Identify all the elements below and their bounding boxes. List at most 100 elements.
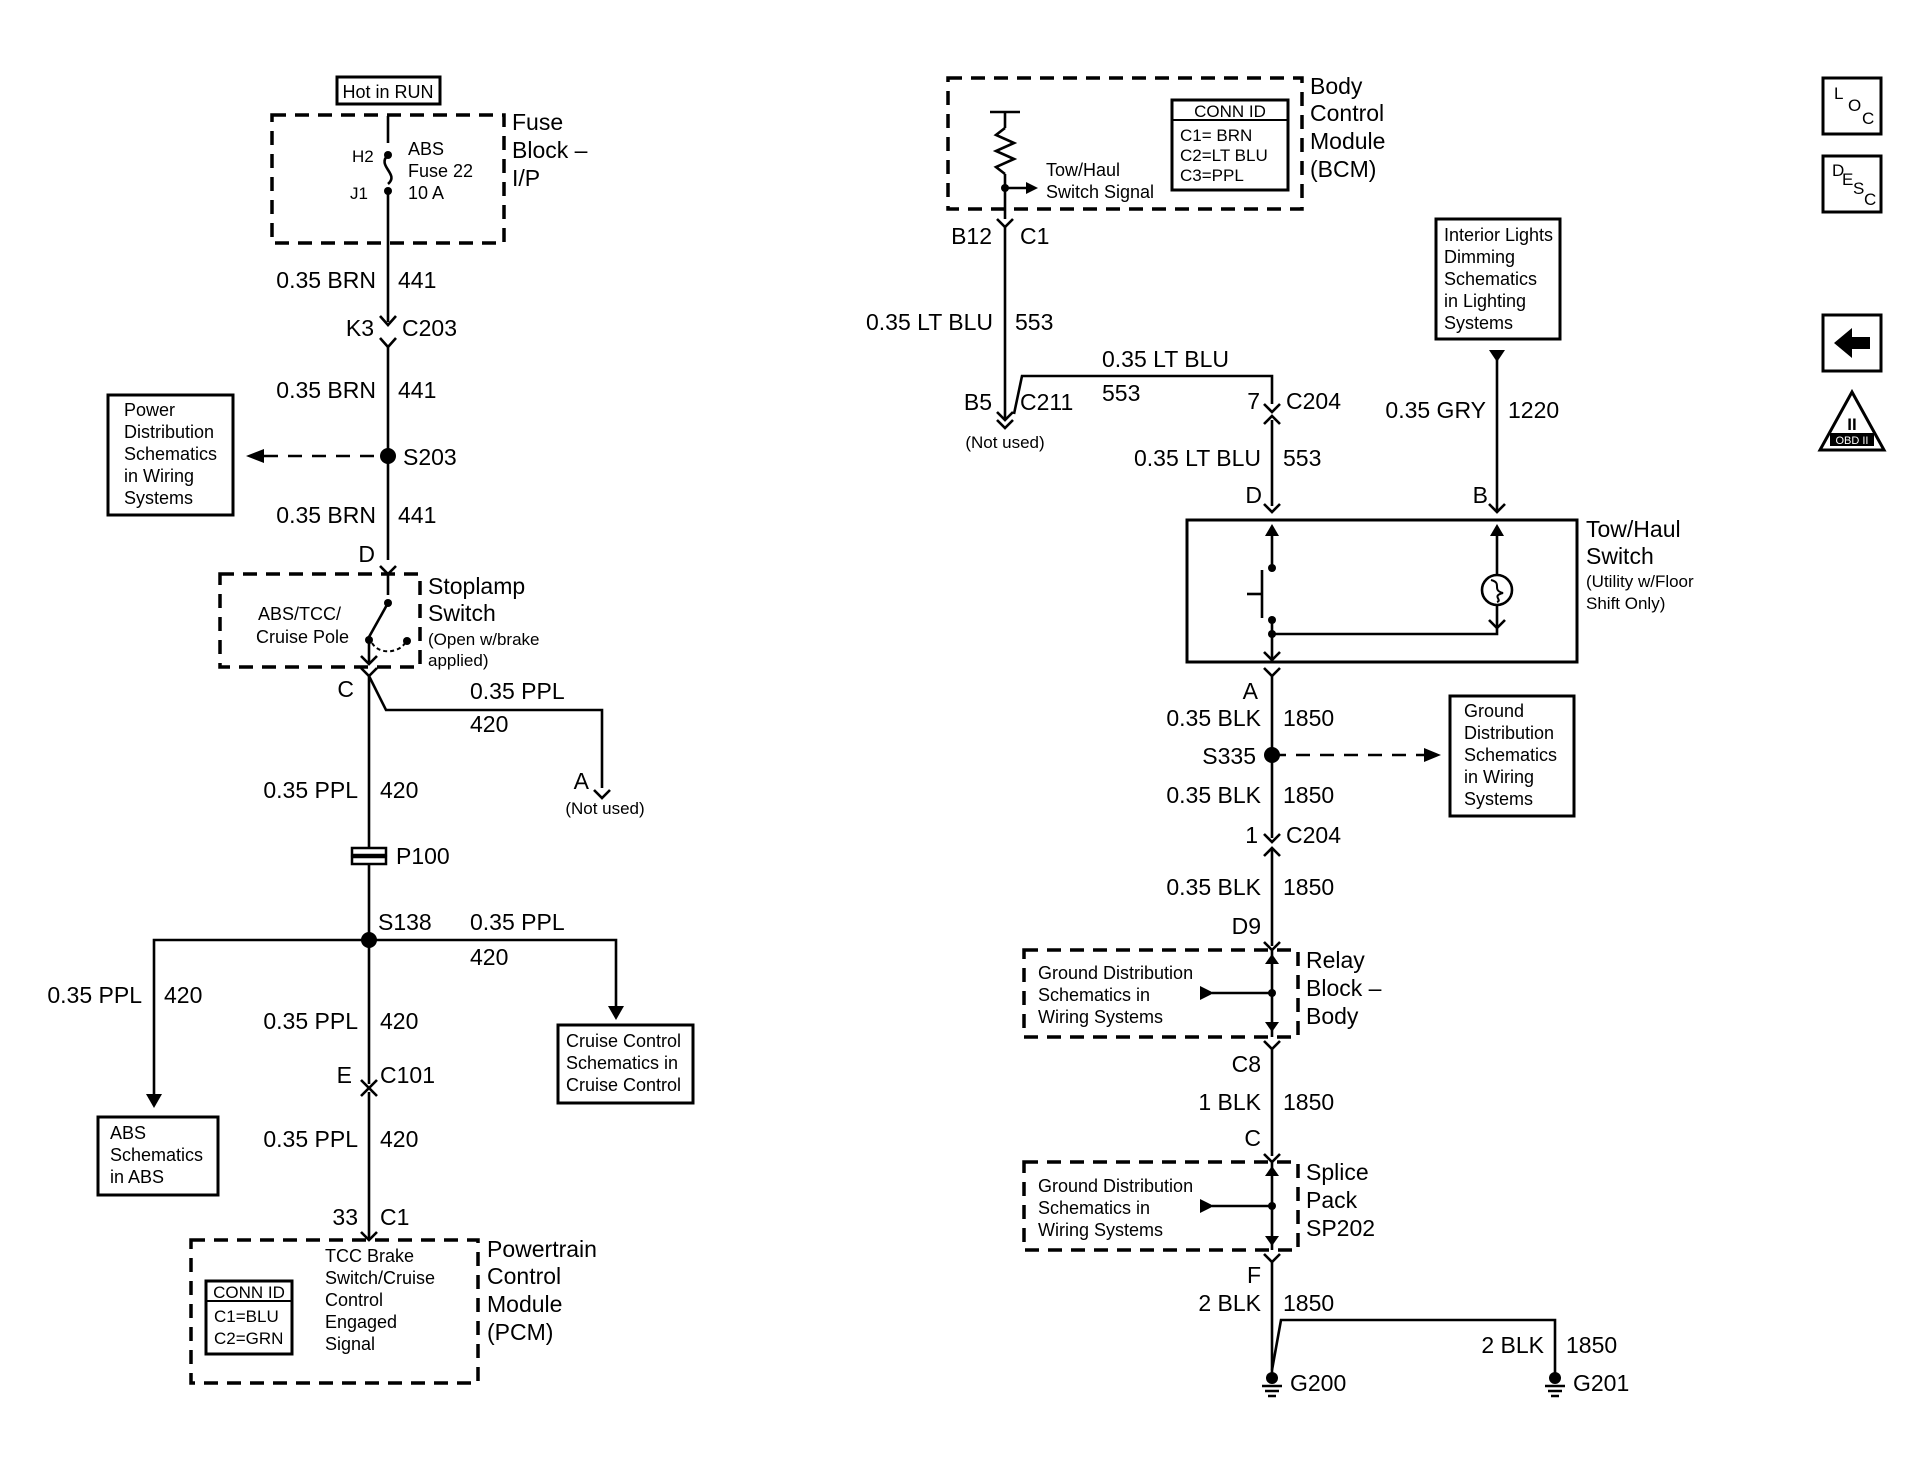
stoplamp-pin-c: C [337,676,354,702]
splice-pack-outline [1022,1160,1300,1252]
pass-through-p100: P100 [396,843,450,869]
connector-c204-top-icon [1263,403,1281,414]
cruise-ref-line-2: Schematics in [566,1053,678,1073]
splice-inner-2: Schematics in [1038,1198,1150,1218]
abs-ref-line-1: ABS [110,1123,146,1143]
stoplamp-title-1: Stoplamp [428,573,525,599]
branch-circuit: 420 [470,711,508,737]
pin-e: E [337,1062,352,1088]
wire-553-c-gauge: 0.35 LT BLU [1134,445,1261,471]
wire-420-a-gauge: 0.35 PPL [263,777,358,803]
pcm-outline [189,1238,480,1385]
obd-label: OBD II [1835,435,1868,447]
back-arrow-icon [1834,328,1870,358]
bcm-title-1: Body [1310,73,1363,99]
bcm-title-4: (BCM) [1310,156,1376,182]
splice-title-1: Splice [1306,1159,1369,1185]
relay-inner-3: Wiring Systems [1038,1007,1163,1027]
splice-inner-1: Ground Distribution [1038,1176,1193,1196]
pin-b5: B5 [964,389,992,415]
pcm-signal-2: Switch/Cruise [325,1268,435,1288]
not-used-label-right: (Not used) [965,433,1044,452]
stoplamp-pin-d: D [358,541,375,567]
c204-pin-1: 1 [1245,822,1258,848]
wire-1850-f-gauge: 2 BLK [1481,1332,1544,1358]
wire-420-b-circuit: 420 [380,1008,418,1034]
wire-420-c-circuit: 420 [380,1126,418,1152]
tow-haul-switch-outline [1185,518,1579,664]
bcm-outline [946,76,1304,211]
wire-1850-e-circuit: 1850 [1283,1290,1334,1316]
switch-note-1: (Utility w/Floor [1586,572,1694,591]
obd-ii-nav-button[interactable]: II OBD II [1817,388,1887,452]
wire-441-b-circuit: 441 [398,377,436,403]
pass-through-p100-icon [350,846,388,857]
bcm-conn-id-c1: C1= BRN [1180,126,1252,145]
splice-s335-label: S335 [1202,743,1256,769]
splice-title-2: Pack [1306,1187,1358,1213]
wire-420-b-gauge: 0.35 PPL [263,1008,358,1034]
relay-title-2: Block – [1306,975,1382,1001]
bcm-title-2: Control [1310,100,1384,126]
connector-c204-bottom-icon [1263,833,1281,844]
power-dist-line-5: Systems [124,488,193,508]
connector-c211: C211 [1020,389,1073,415]
wire-1850-a-circuit: 1850 [1283,705,1334,731]
power-dist-line-4: in Wiring [124,466,194,486]
fuse-pin-j1: J1 [350,184,368,203]
relay-pin-c8: C8 [1232,1051,1261,1077]
fuse-label-abs: ABS [408,139,444,159]
wire-553-a-circuit: 553 [1015,309,1053,335]
pcm-conn-id-box [204,1279,294,1356]
loc-letter-o: O [1848,96,1861,115]
splice-pin-f: F [1247,1262,1261,1288]
not-used-label-left: (Not used) [565,799,644,818]
switch-pin-d: D [1245,482,1262,508]
relay-block-outline [1022,948,1300,1039]
pcm-signal-3: Control [325,1290,383,1310]
desc-letter-s: S [1853,179,1864,198]
relay-title-3: Body [1306,1003,1359,1029]
wire-1850-d-circuit: 1850 [1283,1089,1334,1115]
wire-1850-b-gauge: 0.35 BLK [1166,782,1261,808]
ground-distribution-ref-box[interactable] [1448,694,1576,818]
wire-420-branch [367,675,604,788]
back-nav-button[interactable] [1821,313,1883,373]
wire-1850-f [1270,1318,1557,1378]
bcm-conn-id-box [1170,98,1290,192]
relay-inner-1: Ground Distribution [1038,963,1193,983]
interior-ref-line-1: Interior Lights [1444,225,1553,245]
cruise-control-ref-box[interactable] [556,1023,695,1105]
ground-ref-line-5: Systems [1464,789,1533,809]
cruise-wire-gauge: 0.35 PPL [470,909,565,935]
wire-1850-c-gauge: 0.35 BLK [1166,874,1261,900]
interior-ref-line-3: Schematics [1444,269,1537,289]
power-dist-line-2: Distribution [124,422,214,442]
location-nav-button[interactable]: L O C [1821,76,1883,136]
wire-1850-e-gauge: 2 BLK [1198,1290,1261,1316]
loc-letter-l: L [1834,84,1843,103]
wire-420-a-circuit: 420 [380,777,418,803]
interior-ref-line-4: in Lighting [1444,291,1526,311]
pcm-pin-33: 33 [332,1204,358,1230]
interior-lights-ref-box[interactable] [1434,217,1562,341]
bcm-title-3: Module [1310,128,1385,154]
fuse-block-title-2: Block – [512,137,588,163]
abs-ref-box[interactable] [96,1115,220,1197]
power-dist-line-3: Schematics [124,444,217,464]
power-distribution-ref-box[interactable] [106,393,235,517]
description-nav-button[interactable]: D E S C [1821,154,1883,214]
connector-c101: C101 [380,1062,435,1088]
arrow-right-icon [1424,748,1441,762]
switch-note-2: Shift Only) [1586,594,1665,613]
ground-g200-icon [1266,1372,1278,1384]
wire-441-c-gauge: 0.35 BRN [276,502,376,528]
hot-in-run-label: Hot in RUN [342,82,433,102]
interior-ref-line-2: Dimming [1444,247,1515,267]
fuse-label-number: Fuse 22 [408,161,473,181]
stoplamp-switch-outline [218,572,422,669]
power-dist-line-1: Power [124,400,175,420]
ground-ref-line-1: Ground [1464,701,1524,721]
ground-g201: G201 [1573,1370,1629,1396]
